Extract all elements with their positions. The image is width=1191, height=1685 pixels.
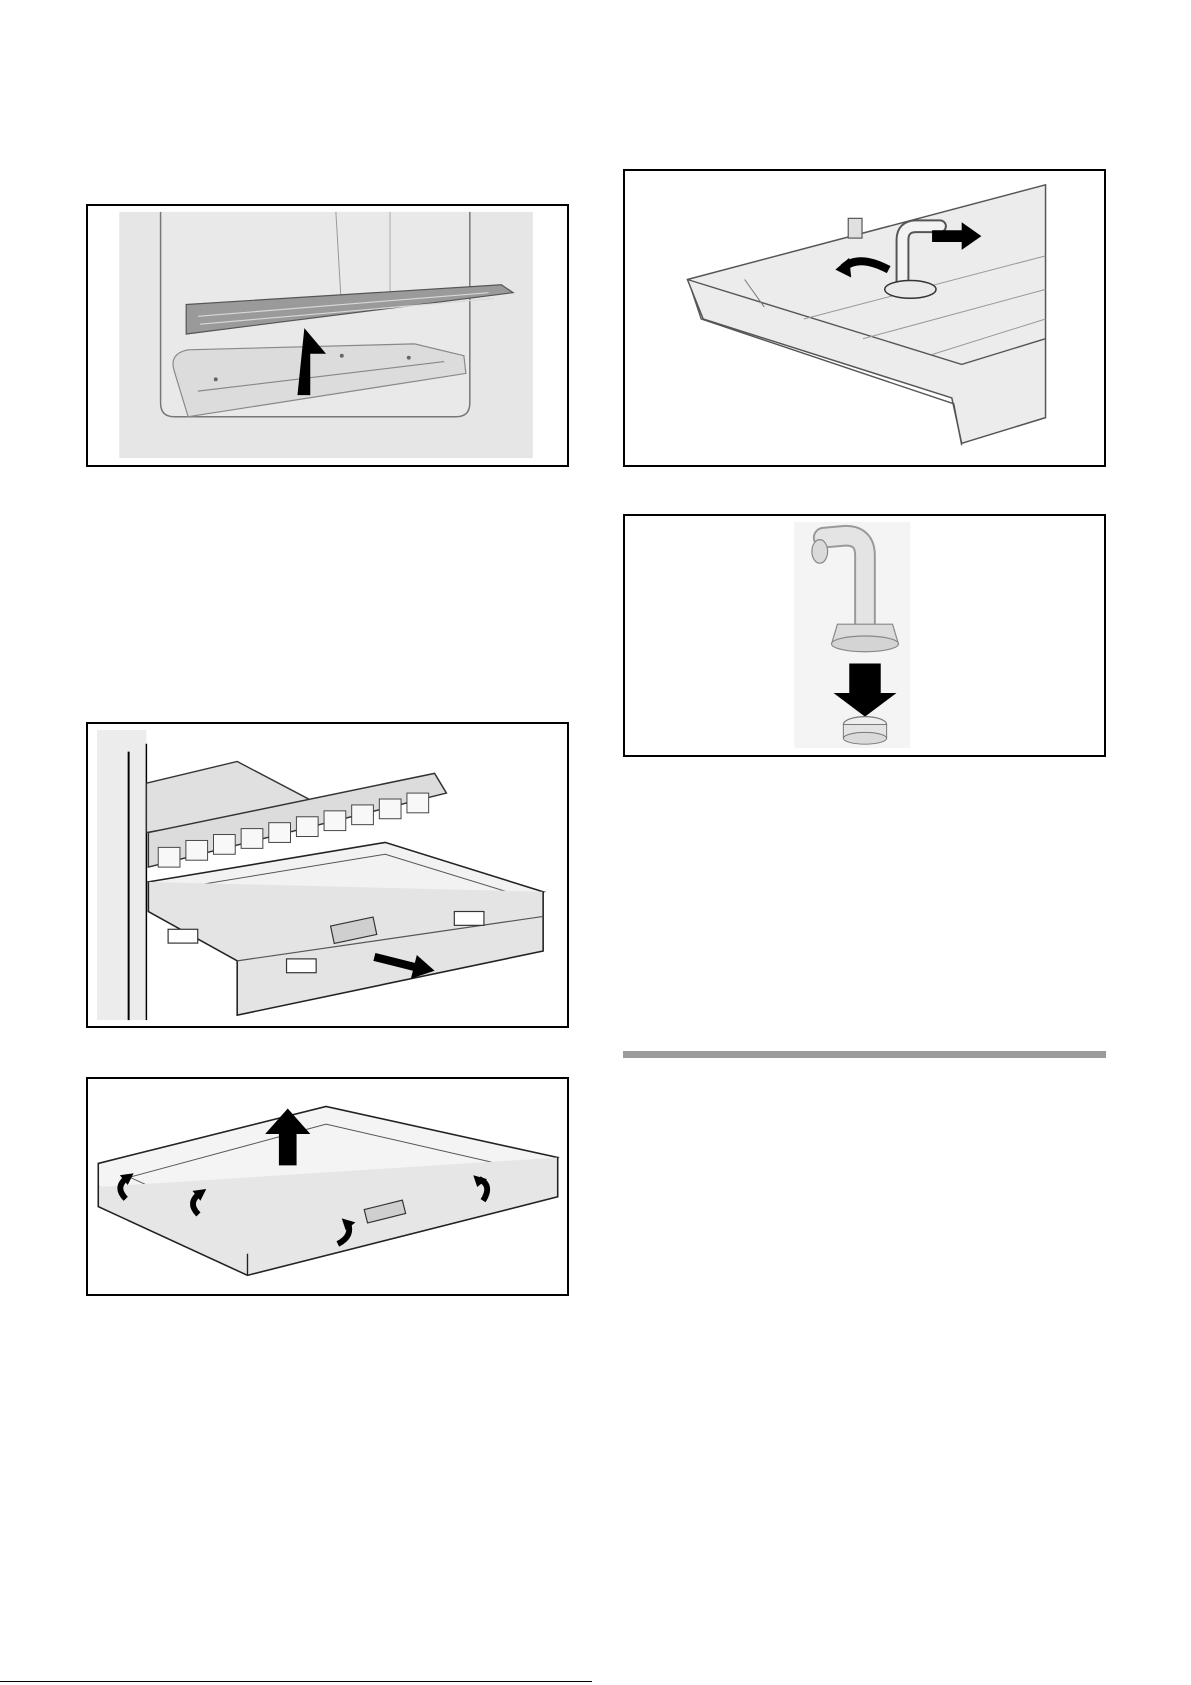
filter-detach-illustration [625,516,1104,755]
figure-drain-pipe [623,169,1106,467]
section-divider [623,1051,1106,1058]
figure-shelf-lift [86,204,569,467]
footer-rule [0,1681,592,1682]
crisper-drawer-pull-out-illustration [88,724,567,1026]
drawer-cover-unclip-illustration [88,1079,567,1294]
shelf-lift-up-illustration [88,206,567,465]
drain-pipe-remove-illustration [625,171,1104,465]
figure-cover-unclip [86,1077,569,1296]
figure-drawer-pull-out [86,722,569,1028]
figure-filter-detach [623,514,1106,757]
